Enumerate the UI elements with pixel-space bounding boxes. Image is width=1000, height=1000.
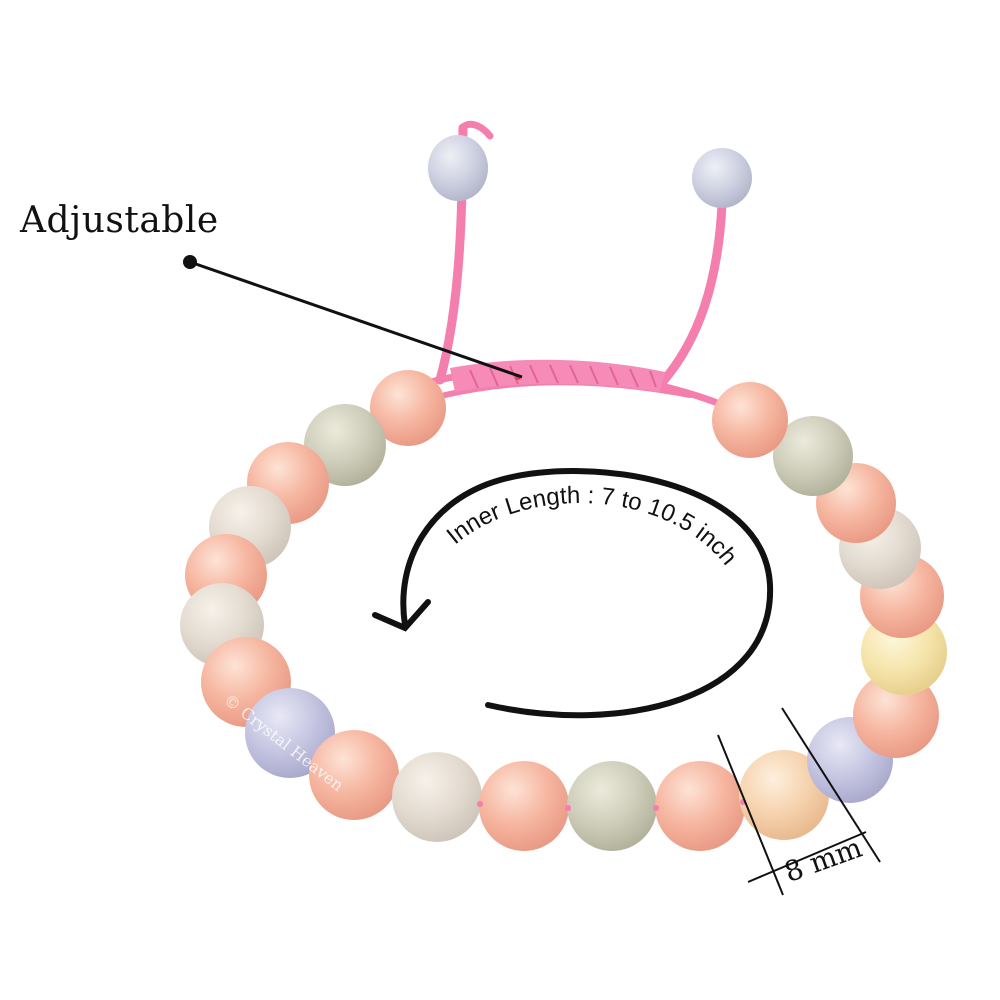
bead-size-dimension [717,707,881,896]
cord-end-beads [428,135,752,208]
adjustable-label: Adjustable [20,200,219,241]
bracelet-beads [180,370,947,851]
sliding-knot [450,359,665,392]
adjustable-callout-line [183,255,523,379]
circular-arrow [372,468,774,719]
